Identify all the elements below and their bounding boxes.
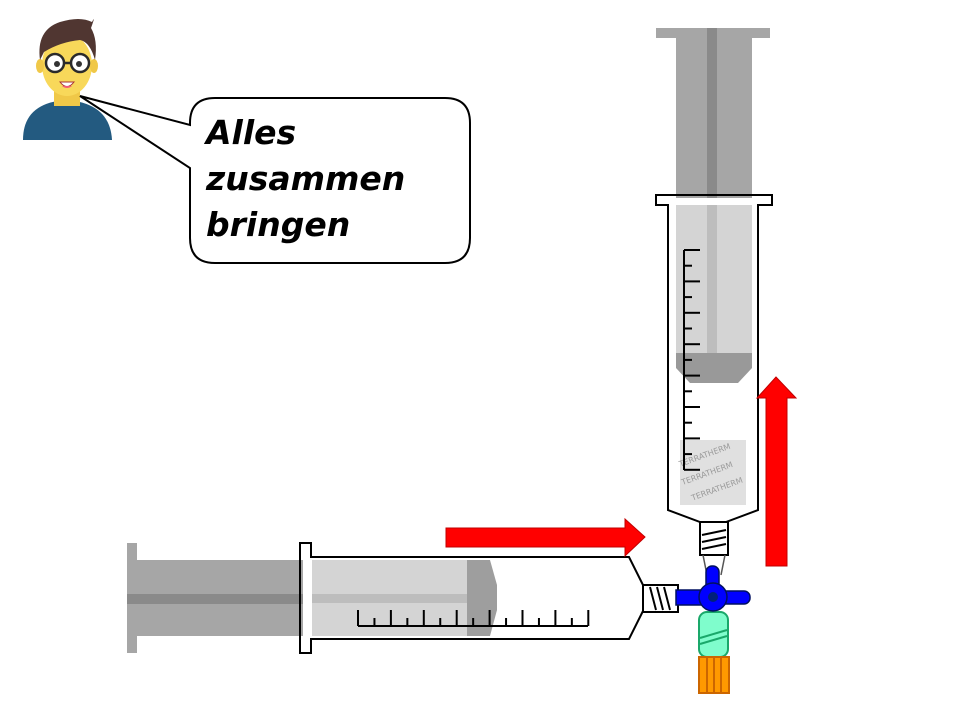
arrow-up-icon: [755, 376, 798, 567]
speech-line: Alles: [206, 113, 297, 152]
speech-bubble-text: Alles zusammen bringen: [206, 110, 466, 248]
vertical-scale-ticks: [683, 249, 700, 471]
three-way-stopcock-icon: [675, 565, 751, 694]
speech-line: bringen: [206, 205, 351, 244]
arrow-right-icon: [445, 517, 646, 558]
vertical-syringe: TERRATHERM TERRATHERM TERRATHERM: [655, 28, 773, 576]
horizontal-syringe: [127, 542, 679, 654]
person-avatar-icon: [23, 19, 112, 140]
speech-line: zusammen: [206, 159, 406, 198]
speech-bubble: [79, 95, 471, 264]
label-patch: TERRATHERM TERRATHERM TERRATHERM: [677, 440, 746, 505]
horizontal-scale-ticks: [357, 610, 590, 627]
